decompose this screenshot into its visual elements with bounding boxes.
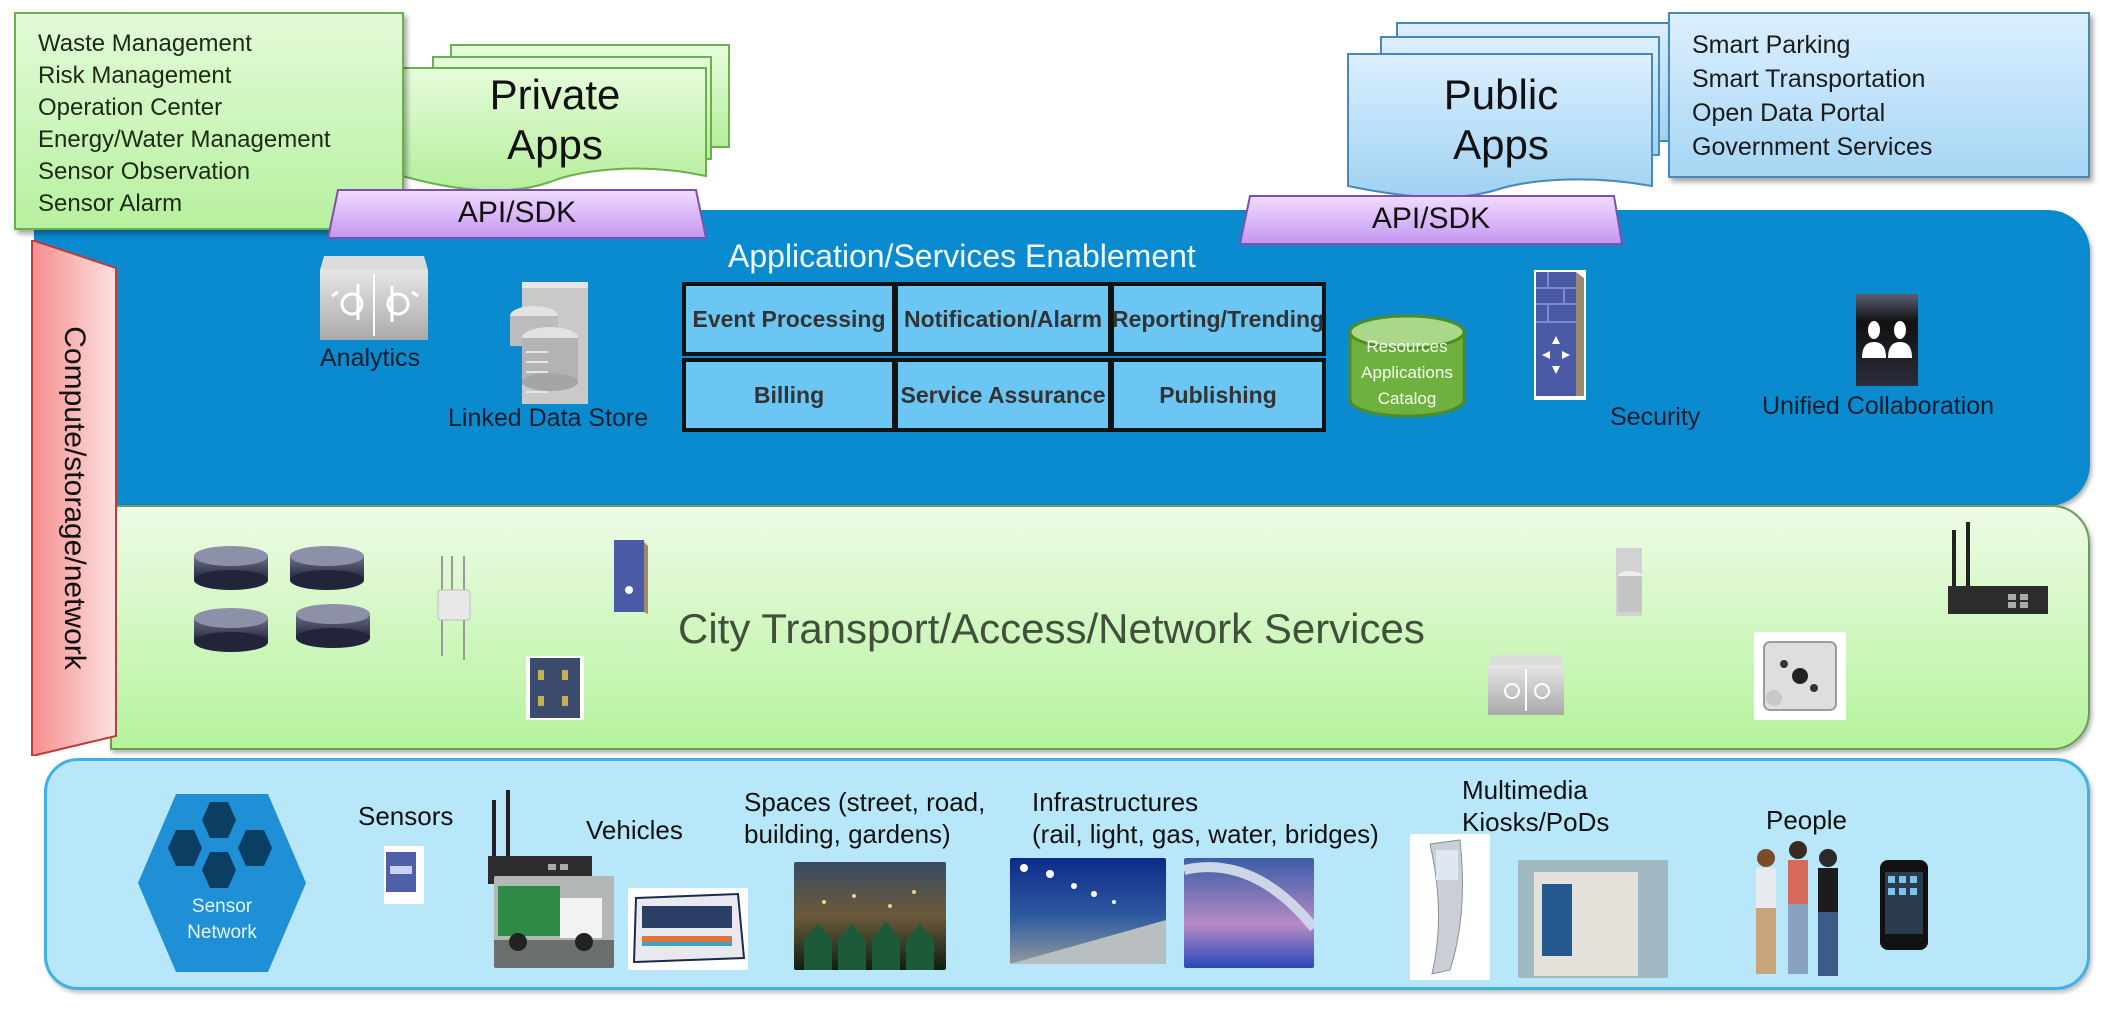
- service-publishing: Publishing: [1110, 358, 1326, 432]
- public-app-item: Open Data Portal: [1692, 99, 1886, 127]
- compute-storage-network-bar: [31, 240, 117, 756]
- security-label: Security: [1610, 403, 1701, 431]
- category-kiosks-label: Multimedia Kiosks/PoDs: [1462, 775, 1610, 837]
- smartphone-image: [1880, 860, 1928, 950]
- router-icon: [296, 604, 370, 648]
- analytics-icon: [320, 256, 428, 340]
- public-app-item: Smart Transportation: [1692, 65, 1926, 93]
- private-app-item: Sensor Alarm: [38, 190, 183, 217]
- vehicle-router-icon: [488, 790, 592, 884]
- bridge-image: [1184, 858, 1314, 968]
- collaboration-icon: [1856, 294, 1918, 386]
- firewall-icon: [1534, 270, 1586, 400]
- public-apps-document: [1347, 53, 1653, 199]
- router-icon: [194, 546, 268, 590]
- router-group: [194, 546, 370, 652]
- firewall-icon: [614, 540, 648, 614]
- service-reporting-trending: Reporting/Trending: [1110, 282, 1326, 356]
- enablement-layer-title: Application/Services Enablement: [728, 238, 1196, 274]
- analytics-module-icon: [1488, 655, 1564, 715]
- private-apps-document: [401, 67, 707, 192]
- category-spaces-label: Spaces (street, road, building, gardens): [744, 787, 986, 849]
- private-app-item: Risk Management: [38, 62, 232, 89]
- public-api-sdk-tab: [1238, 195, 1624, 245]
- storage-icon: [1616, 548, 1642, 616]
- sensor-device-image: [384, 846, 424, 904]
- router-icon: [194, 608, 268, 652]
- analytics-label: Analytics: [320, 344, 421, 372]
- private-app-item: Operation Center: [38, 94, 223, 121]
- unified-collaboration-label: Unified Collaboration: [1762, 392, 1995, 420]
- street-lights-image: [1010, 858, 1166, 964]
- service-notification-alarm: Notification/Alarm: [894, 282, 1112, 356]
- service-service-assurance: Service Assurance: [894, 358, 1112, 432]
- router-icon: [290, 546, 364, 590]
- private-api-sdk-label: API/SDK: [457, 196, 577, 229]
- public-apps-list: Smart Parking Smart Transportation Open …: [1668, 12, 2090, 178]
- pod-image: [1518, 860, 1668, 978]
- wireless-router-icon: [1948, 522, 2048, 614]
- sensor-network-label: Sensor Network: [187, 896, 257, 943]
- transport-layer-title: City Transport/Access/Network Services: [678, 605, 1425, 652]
- switch-icon: [526, 656, 584, 720]
- category-vehicles-label: Vehicles: [586, 815, 683, 845]
- linked-data-store-icon: [510, 282, 588, 404]
- public-api-sdk-label: API/SDK: [1371, 202, 1491, 235]
- private-api-sdk-tab: [326, 189, 708, 239]
- access-point-icon: [437, 556, 471, 660]
- bus-image: [628, 888, 748, 970]
- category-sensors-label: Sensors: [358, 801, 454, 831]
- garbage-truck-image: [494, 876, 614, 968]
- public-app-item: Government Services: [1692, 133, 1933, 161]
- category-people-label: People: [1766, 805, 1847, 835]
- linked-data-store-label: Linked Data Store: [448, 404, 649, 432]
- resources-catalog-label: Resources Applications Catalog: [1361, 337, 1453, 408]
- public-app-item: Smart Parking: [1692, 31, 1851, 59]
- sensor-network-hexagon: [138, 794, 306, 972]
- category-infrastructures-label: Infrastructures (rail, light, gas, water…: [1032, 787, 1379, 849]
- outdoor-access-point-icon: [1754, 632, 1846, 720]
- compute-storage-network-label: Compute/storage/network: [58, 326, 92, 670]
- city-spaces-image: [794, 862, 946, 970]
- private-app-item: Sensor Observation: [38, 158, 251, 185]
- service-event-processing: Event Processing: [682, 282, 896, 356]
- private-app-item: Energy/Water Management: [38, 126, 331, 153]
- service-billing: Billing: [682, 358, 896, 432]
- resources-catalog-cylinder: [1348, 314, 1466, 418]
- kiosk-image: [1410, 834, 1490, 980]
- people-image: [1756, 841, 1838, 976]
- private-app-item: Waste Management: [38, 30, 252, 57]
